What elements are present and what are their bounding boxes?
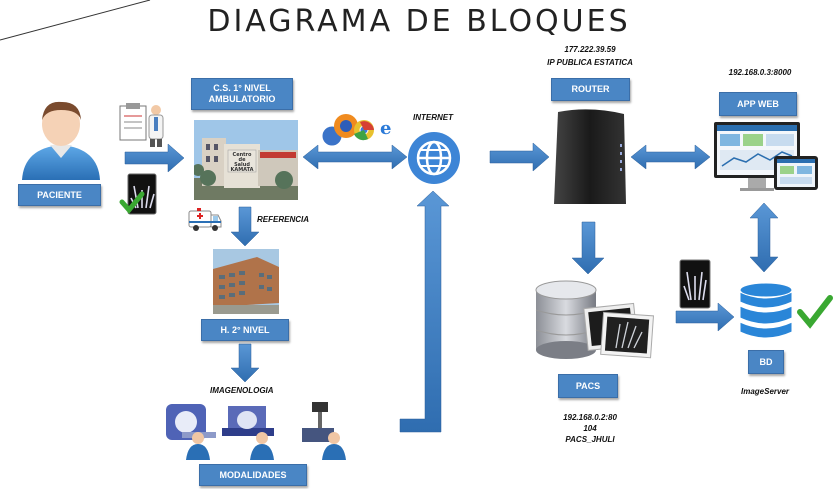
arrow-router-appweb — [630, 144, 711, 170]
bd-box: BD — [748, 350, 784, 374]
globe-icon — [408, 132, 460, 184]
bd-label: BD — [759, 356, 773, 367]
imaging-modalities-icon — [166, 402, 346, 460]
router-label: ROUTER — [571, 84, 610, 94]
browser-icons: e — [321, 114, 391, 147]
h2-label: H. 2° NIVEL — [220, 324, 270, 335]
cs-label-line2: AMBULATORIO — [208, 94, 276, 104]
cs-primer-nivel-box: C.S. 1° NIVEL AMBULATORIO — [191, 78, 293, 110]
pacs-ip: 192.168.0.2:80 — [563, 413, 617, 422]
router-ip: 177.222.39.59 — [564, 45, 616, 54]
arrow-h2-modalidades — [230, 343, 260, 383]
image-server-label: ImageServer — [741, 387, 790, 396]
building-sign-4: KAMATA — [230, 167, 253, 173]
database-icon — [739, 282, 833, 339]
arrow-cs-internet — [302, 144, 408, 170]
arrow-paciente-cs — [124, 143, 185, 173]
router-device-icon — [554, 109, 626, 204]
internet-label: INTERNET — [413, 113, 453, 122]
health-center-photo: Centro de Salud KAMATA — [194, 120, 298, 200]
computer-monitor-icon — [714, 122, 818, 191]
hospital-segundo-nivel-box: H. 2° NIVEL — [201, 319, 289, 341]
modalidades-label: MODALIDADES — [219, 469, 287, 480]
pacs-box: PACS — [558, 374, 618, 398]
referencia-label: REFERENCIA — [257, 215, 310, 224]
paciente-box: PACIENTE — [18, 184, 101, 206]
cs-label-line1: C.S. 1° NIVEL — [213, 83, 271, 93]
arrow-cs-h2 — [230, 206, 260, 247]
app-web-box: APP WEB — [719, 92, 797, 116]
building-sign-3: Salud — [234, 162, 250, 168]
arrow-modalidades-internet — [399, 190, 450, 433]
router-box: ROUTER — [551, 78, 630, 101]
paciente-label: PACIENTE — [37, 189, 82, 200]
hand-xray-icon — [119, 173, 157, 215]
pacs-port: 104 — [583, 424, 597, 433]
app-web-label: APP WEB — [737, 98, 779, 109]
router-ip-type: IP PUBLICA ESTATICA — [547, 58, 633, 67]
pacs-label: PACS — [575, 380, 601, 391]
hospital-photo — [213, 249, 279, 314]
arrow-router-pacs — [571, 221, 605, 275]
patient-icon — [22, 101, 100, 180]
appweb-ip: 192.168.0.3:8000 — [728, 68, 792, 77]
arrow-appweb-bd — [749, 202, 779, 273]
diagram-title: DIAGRAMA DE BLOQUES — [207, 4, 631, 39]
pacs-ae-title: PACS_JHULI — [565, 435, 615, 444]
hand-xray-small-icon — [679, 259, 711, 309]
imagenologia-label: IMAGENOLOGIA — [210, 386, 274, 395]
doctor-clipboard-icon — [119, 103, 164, 147]
arrow-xray-bd — [675, 302, 735, 332]
corner-line — [0, 0, 151, 41]
svg-text:e: e — [380, 118, 391, 139]
building-sign-1: Centro — [233, 152, 252, 158]
arrow-internet-router — [489, 142, 550, 172]
building-sign-2: de — [239, 157, 247, 163]
ambulance-icon — [188, 208, 222, 231]
modalidades-box: MODALIDADES — [199, 464, 307, 486]
pacs-server-icon — [535, 280, 655, 359]
